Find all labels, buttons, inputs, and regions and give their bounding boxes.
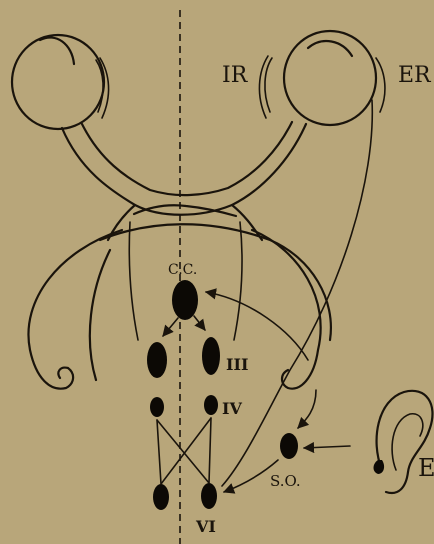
nucleus-vi-right <box>201 483 217 509</box>
nucleus-iii-right <box>202 337 220 375</box>
nucleus-cc <box>172 280 198 320</box>
label-iii: III <box>226 355 248 374</box>
label-e: E <box>418 454 434 482</box>
label-vi: VI <box>195 517 216 536</box>
label-ir: IR <box>222 63 249 88</box>
nucleus-iv-left <box>150 397 164 417</box>
label-so: S.O. <box>270 472 301 490</box>
label-cc: C.C. <box>168 262 197 278</box>
nucleus-iv-right <box>204 395 218 415</box>
label-er: ER <box>398 63 432 88</box>
nucleus-so <box>280 433 298 459</box>
nucleus-iii-left <box>147 342 167 378</box>
label-iv: IV <box>222 399 242 418</box>
nucleus-vi-left <box>153 484 169 510</box>
